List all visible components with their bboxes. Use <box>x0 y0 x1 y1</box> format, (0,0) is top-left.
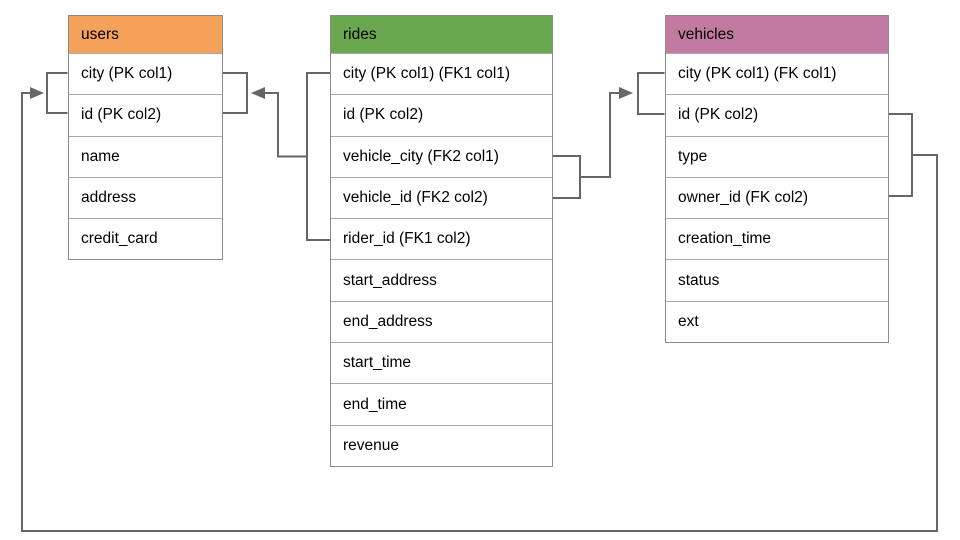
fk1-shaft <box>264 92 307 158</box>
users-col-address: address <box>69 176 222 219</box>
rides-col-revenue: revenue <box>331 424 552 466</box>
users-left-bracket <box>46 72 68 114</box>
rides-col-city: city (PK col1) (FK1 col1) <box>331 53 552 95</box>
table-vehicles: vehicles city (PK col1) (FK col1) id (PK… <box>665 15 889 344</box>
rides-col-vehicle-id: vehicle_id (FK2 col2) <box>331 176 552 219</box>
connector-fk-vehicles-to-users <box>21 72 938 532</box>
fk2-shaft <box>580 92 620 178</box>
rides-col-id: id (PK col2) <box>331 94 552 136</box>
rides-col-start-address: start_address <box>331 259 552 301</box>
users-right-bracket <box>222 72 248 114</box>
connector-fk1-rides-to-users <box>222 72 331 241</box>
fk-shaft <box>21 92 938 532</box>
vehicles-col-city: city (PK col1) (FK col1) <box>666 53 888 95</box>
table-vehicles-header: vehicles <box>666 16 888 53</box>
rides-col-rider-id: rider_id (FK1 col2) <box>331 218 552 260</box>
vehicles-col-ext: ext <box>666 300 888 343</box>
vehicles-col-creation-time: creation_time <box>666 218 888 260</box>
table-rides: rides city (PK col1) (FK1 col1) id (PK c… <box>330 15 553 467</box>
rides-col-end-address: end_address <box>331 300 552 343</box>
rides-col-start-time: start_time <box>331 342 552 384</box>
rides-right-bracket <box>552 155 581 199</box>
rides-col-vehicle-city: vehicle_city (FK2 col1) <box>331 135 552 177</box>
vehicles-col-status: status <box>666 259 888 301</box>
rides-left-bracket <box>306 72 331 241</box>
vehicles-right-bracket <box>888 113 913 197</box>
table-users-header: users <box>69 16 222 53</box>
users-col-city: city (PK col1) <box>69 53 222 95</box>
table-users: users city (PK col1) id (PK col2) name a… <box>68 15 223 261</box>
users-col-id: id (PK col2) <box>69 94 222 136</box>
users-col-name: name <box>69 135 222 177</box>
fk2-arrowhead <box>619 87 633 99</box>
vehicles-col-type: type <box>666 135 888 177</box>
users-col-credit-card: credit_card <box>69 218 222 260</box>
vehicles-left-bracket <box>637 72 665 115</box>
rides-col-end-time: end_time <box>331 383 552 425</box>
fk-arrowhead <box>30 87 44 99</box>
vehicles-col-id: id (PK col2) <box>666 94 888 136</box>
connector-fk2-rides-to-vehicles <box>552 72 665 199</box>
fk1-arrowhead <box>251 87 265 99</box>
vehicles-col-owner-id: owner_id (FK col2) <box>666 176 888 219</box>
table-rides-header: rides <box>331 16 552 53</box>
